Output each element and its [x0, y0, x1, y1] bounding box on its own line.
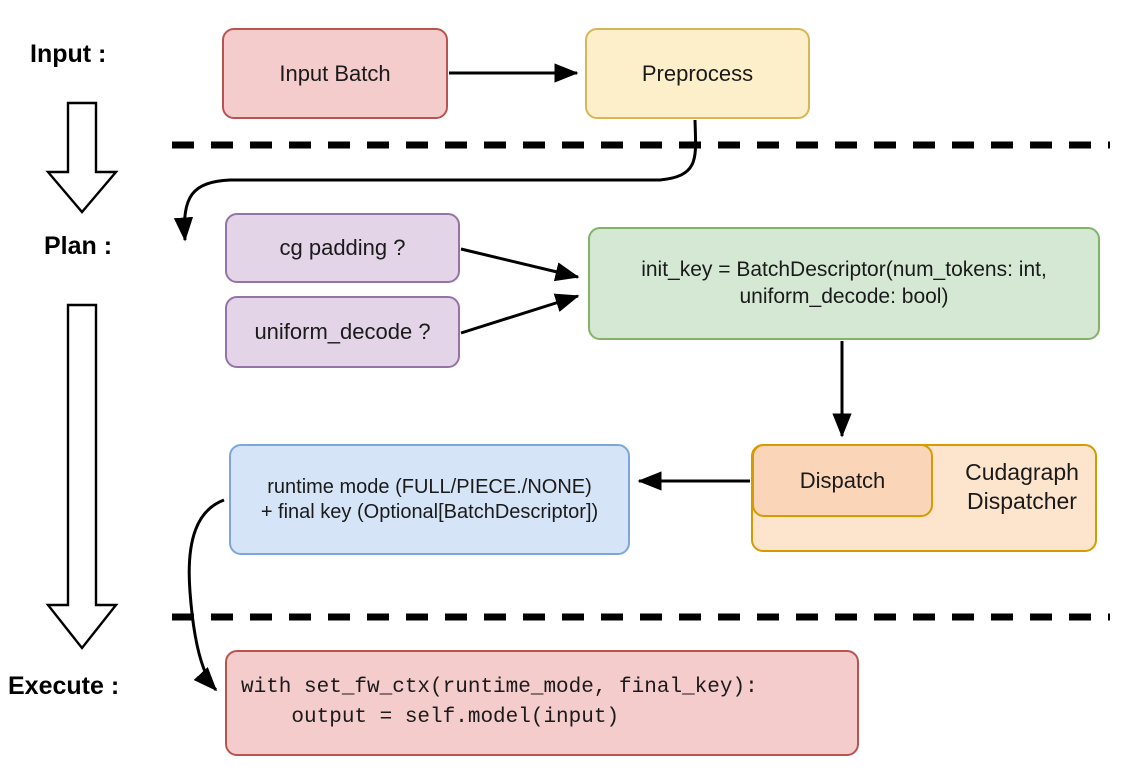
node-runtime-mode[interactable]: runtime mode (FULL/PIECE./NONE) + final …	[229, 444, 630, 555]
node-uniform-decode-label: uniform_decode ?	[254, 319, 431, 345]
stage-label-execute: Execute :	[8, 672, 120, 700]
node-input-batch-label: Input Batch	[279, 60, 391, 86]
node-uniform-decode[interactable]: uniform_decode ?	[225, 296, 460, 368]
node-input-batch[interactable]: Input Batch	[222, 28, 448, 119]
node-dispatch[interactable]: Dispatch	[752, 444, 933, 517]
edge-runtime-mode-to-execute-code	[187, 498, 225, 692]
node-preprocess-label: Preprocess	[641, 60, 754, 86]
node-cg-padding-label: cg padding ?	[279, 235, 406, 261]
edge-uniform-decode-to-init-key	[460, 293, 580, 335]
edge-cg-padding-to-init-key	[460, 247, 580, 282]
node-init-key[interactable]: init_key = BatchDescriptor(num_tokens: i…	[588, 227, 1100, 340]
node-dispatch-label: Dispatch	[799, 467, 886, 493]
node-init-key-label: init_key = BatchDescriptor(num_tokens: i…	[641, 258, 1047, 308]
node-preprocess[interactable]: Preprocess	[585, 28, 810, 119]
stage-label-input: Input :	[30, 40, 107, 68]
node-cg-padding[interactable]: cg padding ?	[225, 213, 460, 283]
stage-arrow-input-to-plan	[45, 101, 119, 214]
node-cudagraph-dispatcher-label: Cudagraph Dispatcher	[965, 459, 1079, 514]
stage-label-plan: Plan :	[44, 232, 113, 260]
node-execute-code[interactable]: with set_fw_ctx(runtime_mode, final_key)…	[225, 650, 859, 756]
stage-arrow-plan-to-execute	[45, 303, 119, 650]
node-execute-code-label: with set_fw_ctx(runtime_mode, final_key)…	[241, 675, 758, 729]
node-runtime-mode-label: runtime mode (FULL/PIECE./NONE) + final …	[260, 475, 599, 523]
